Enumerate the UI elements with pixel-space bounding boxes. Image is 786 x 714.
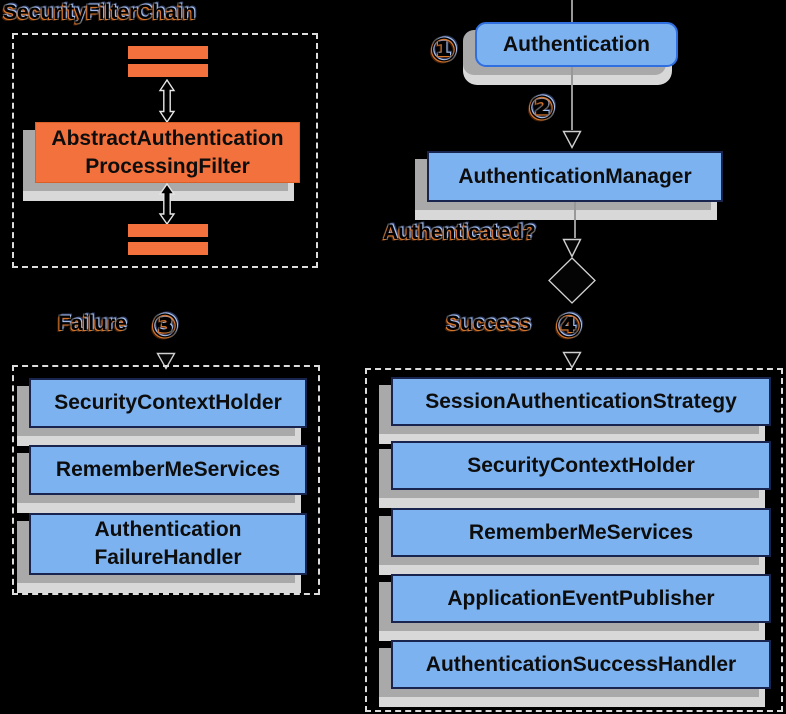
box-label: SecurityContextHolder <box>467 453 695 477</box>
failure-handler-box: SecurityContextHolder <box>29 378 307 428</box>
filter-bar <box>128 242 208 255</box>
double-arrow-icon <box>158 79 176 123</box>
box-label: SecurityContextHolder <box>54 391 282 415</box>
filter-bar <box>128 224 208 237</box>
box-label: AuthenticationSuccessHandler <box>425 652 737 676</box>
failure-handler-box: RememberMeServices <box>29 445 307 495</box>
filter-bar <box>128 64 208 77</box>
failure-handler-box: Authentication FailureHandler <box>29 513 307 575</box>
success-handlers-container <box>365 368 783 712</box>
failure-label: Failure <box>58 312 127 335</box>
filter-bar <box>128 46 208 59</box>
decision-label: Authenticated? <box>383 221 536 244</box>
success-handler-box: SecurityContextHolder <box>391 441 771 490</box>
connector-line <box>571 0 573 24</box>
success-handler-box: RememberMeServices <box>391 508 771 557</box>
arrowhead-down-icon <box>156 352 176 370</box>
step-4-badge: ④ <box>555 307 583 344</box>
arrowhead-down-icon <box>562 351 582 369</box>
decision-diamond <box>548 257 596 304</box>
success-handler-box: SessionAuthenticationStrategy <box>391 377 771 426</box>
box-label: AbstractAuthentication ProcessingFilter <box>51 126 284 178</box>
box-label: SessionAuthenticationStrategy <box>425 389 737 413</box>
box-label: RememberMeServices <box>468 520 694 544</box>
box-label: Authentication <box>503 32 650 56</box>
security-filter-chain-container <box>12 33 318 268</box>
success-label: Success <box>446 312 532 335</box>
authentication-box: Authentication <box>475 22 678 67</box>
abstract-authentication-processing-filter-box: AbstractAuthentication ProcessingFilter <box>35 122 300 183</box>
double-arrow-icon <box>158 183 176 225</box>
box-label: Authentication FailureHandler <box>94 518 242 569</box>
box-label: AuthenticationManager <box>458 164 692 188</box>
arrowhead-down-icon <box>562 238 582 258</box>
box-label: ApplicationEventPublisher <box>447 586 715 610</box>
failure-handlers-container <box>12 365 320 595</box>
step-1-badge: ① <box>430 31 458 68</box>
authentication-manager-box: AuthenticationManager <box>427 151 723 202</box>
connector-line <box>571 67 573 130</box>
step-3-badge: ③ <box>151 307 179 344</box>
box-label: RememberMeServices <box>55 458 281 482</box>
success-handler-box: AuthenticationSuccessHandler <box>391 640 771 689</box>
arrowhead-down-icon <box>562 130 582 149</box>
connector-line <box>574 202 576 238</box>
step-2-badge: ② <box>528 89 556 126</box>
success-handler-box: ApplicationEventPublisher <box>391 574 771 623</box>
security-filter-chain-title: SecurityFilterChain <box>3 1 196 24</box>
